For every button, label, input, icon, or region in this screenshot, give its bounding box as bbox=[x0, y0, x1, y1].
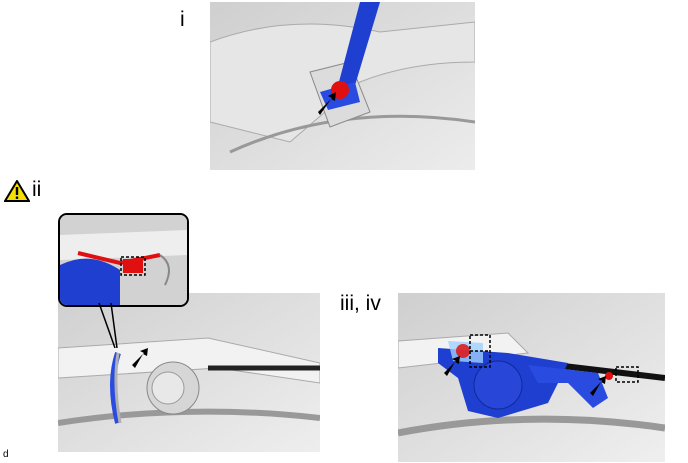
step-i-illustration bbox=[210, 2, 475, 170]
step-iii-iv-label: iii, iv bbox=[340, 292, 381, 315]
figure-code: d bbox=[3, 449, 9, 460]
callout-pointer-lines bbox=[98, 303, 118, 348]
step-iii-iv-illustration bbox=[398, 293, 665, 462]
step-i-label: i bbox=[180, 8, 185, 31]
step-ii-illustration bbox=[58, 293, 320, 452]
step-ii-label: ii bbox=[32, 178, 42, 201]
warning-triangle-icon bbox=[4, 180, 30, 202]
step-ii-inset-callout bbox=[58, 213, 189, 307]
black-arrow-icon bbox=[318, 92, 336, 115]
